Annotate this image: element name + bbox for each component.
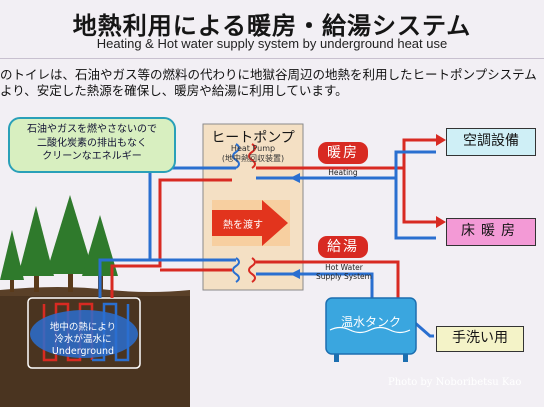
air-conditioning-box: 空調設備	[446, 128, 536, 156]
hot-water-en-line-2: Supply System	[316, 272, 372, 281]
hand-wash-box: 手洗い用	[436, 326, 524, 352]
underground-line-3: Underground	[51, 346, 115, 357]
hot-water-tank-label: 温水タンク	[340, 315, 401, 329]
pipes	[98, 138, 436, 338]
callout-line-3: クリーンなエネルギー	[42, 151, 142, 162]
heat-pump-coils	[232, 143, 256, 283]
underground-line-1: 地中の熱により	[49, 322, 117, 333]
heat-pump-label: ヒートポンプ	[211, 130, 295, 146]
heat-pump-sub: Heat Pump (地中熱回収装置)	[200, 144, 306, 164]
heat-transfer-label: 熱を渡す	[223, 220, 263, 231]
heat-pump-note: (地中熱回収装置)	[221, 154, 285, 163]
header-bar	[0, 58, 544, 59]
underground-line-2: 冷水が温水に	[54, 334, 112, 345]
hot-water-badge: 給湯	[318, 236, 368, 258]
photo-credit: Photo by Noboribetsu Kao	[388, 377, 522, 388]
page-title: 地熱利用による暖房・給湯システム	[72, 12, 472, 40]
callout-line-2: 二酸化炭素の排出もなく	[37, 137, 147, 149]
soil-top	[0, 287, 190, 296]
description-line-2: より、安定した熱源を確保し、暖房や給湯に利用しています。	[0, 83, 348, 98]
hot-water-label-en: Hot Water Supply System	[308, 263, 380, 281]
callout-line-1: 石油やガスを燃やさないので	[27, 124, 157, 135]
heat-pump-label-en: Heat Pump	[230, 144, 276, 153]
underground-label: 地中の熱により 冷水が温水に Underground	[28, 322, 138, 358]
page-subtitle: Heating & Hot water supply system by und…	[96, 36, 448, 51]
heating-label-en: Heating	[328, 168, 358, 177]
clean-energy-callout: 石油やガスを燃やさないので 二酸化炭素の排出もなく クリーンなエネルギー	[8, 117, 176, 173]
hot-water-en-line-1: Hot Water	[325, 263, 363, 272]
description-line-1: のトイレは、石油やガス等の燃料の代わりに地獄谷周辺の地熱を利用したヒートポンプシ…	[0, 67, 537, 82]
underground-label-bg	[30, 310, 138, 358]
floor-heating-box: 床暖房	[446, 218, 536, 246]
heating-badge: 暖房	[318, 142, 368, 164]
flow-arrowheads	[436, 134, 446, 228]
heat-transfer-arrow	[212, 200, 288, 246]
hot-water-tank	[325, 297, 417, 355]
tree-group	[0, 195, 118, 292]
